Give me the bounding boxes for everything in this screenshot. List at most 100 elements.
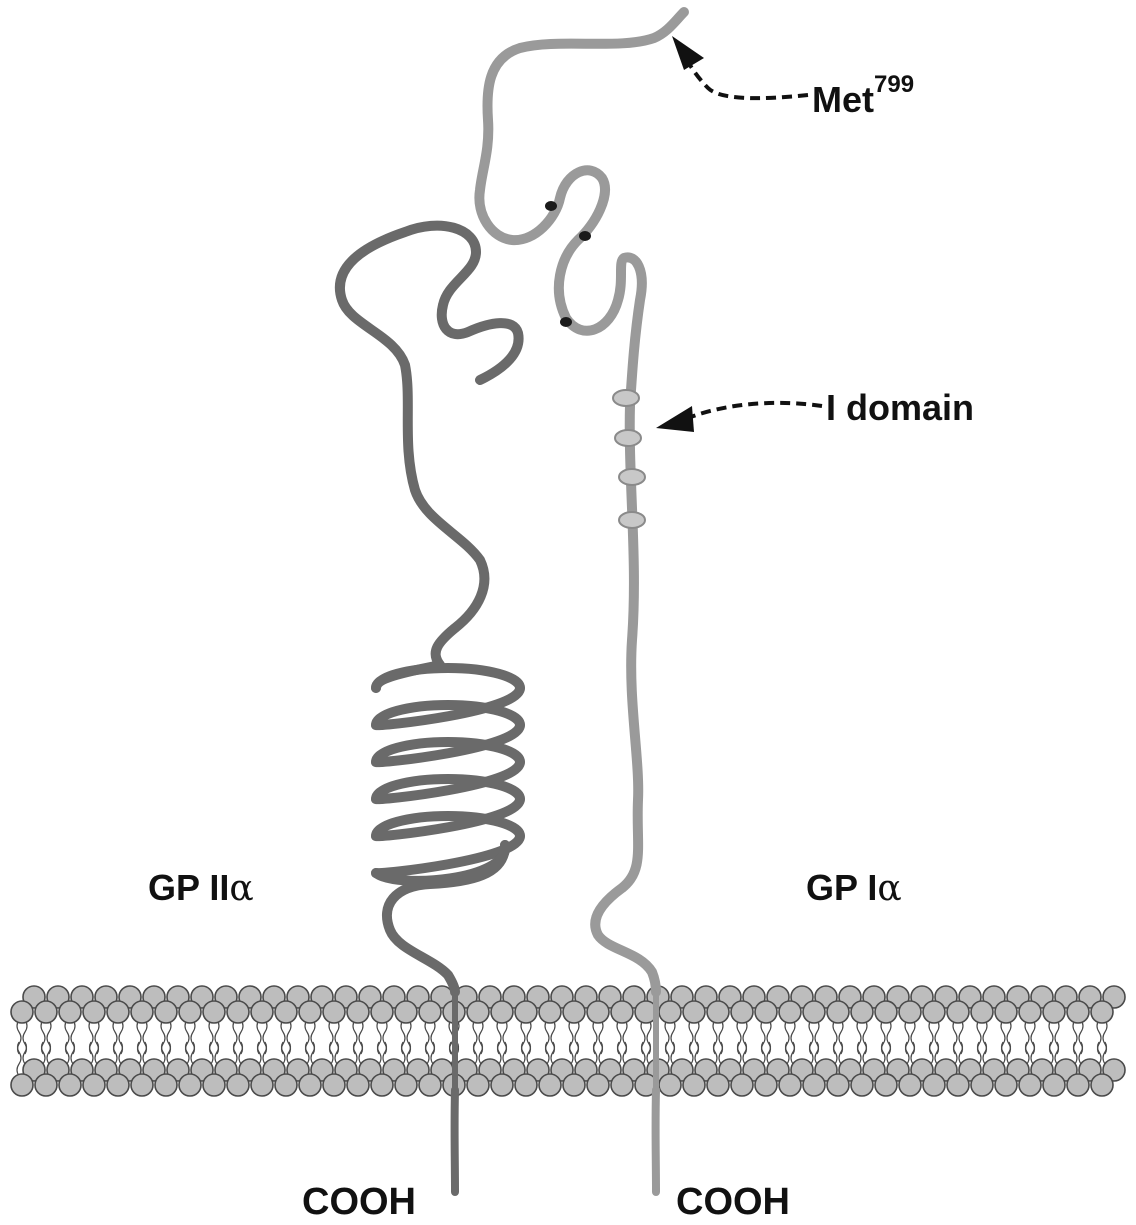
- lipid-head: [83, 1001, 105, 1023]
- lipid-head: [971, 1074, 993, 1096]
- lipid-head: [59, 1001, 81, 1023]
- lipid-head: [947, 1074, 969, 1096]
- lipid-head: [467, 1001, 489, 1023]
- lipid-head: [707, 1074, 729, 1096]
- lipid-head: [251, 1074, 273, 1096]
- lipid-head: [371, 1001, 393, 1023]
- lipid-head: [923, 1074, 945, 1096]
- lipid-head: [779, 1074, 801, 1096]
- lipid-head: [803, 1001, 825, 1023]
- cooh-left-label: COOH: [302, 1181, 416, 1223]
- lipid-head: [827, 1074, 849, 1096]
- i-domain-bead: [619, 512, 645, 528]
- lipid-head: [491, 1074, 513, 1096]
- lipid-head: [659, 1074, 681, 1096]
- met799-arrowhead: [672, 36, 704, 70]
- lipid-head: [683, 1001, 705, 1023]
- cooh-right-label: COOH: [676, 1181, 790, 1223]
- lipid-head: [611, 1001, 633, 1023]
- lipid-head: [35, 1001, 57, 1023]
- lipid-head: [587, 1001, 609, 1023]
- lipid-head: [467, 1074, 489, 1096]
- i-domain-arrowhead: [656, 406, 694, 432]
- i-domain-bead: [613, 390, 639, 406]
- lipid-head: [11, 1001, 33, 1023]
- lipid-head: [419, 1074, 441, 1096]
- lipid-head: [851, 1074, 873, 1096]
- gp-iia-extracellular-loop: [340, 226, 519, 665]
- lipid-head: [755, 1001, 777, 1023]
- gp-ia-n-terminal-loop: [479, 12, 684, 405]
- lipid-head: [1019, 1074, 1041, 1096]
- lipid-head: [731, 1001, 753, 1023]
- lipid-head: [1043, 1074, 1065, 1096]
- lipid-head: [179, 1001, 201, 1023]
- lipid-head: [371, 1074, 393, 1096]
- lipid-head: [995, 1074, 1017, 1096]
- lipid-head: [227, 1074, 249, 1096]
- lipid-head: [83, 1074, 105, 1096]
- met799-superscript: 799: [874, 71, 914, 98]
- i-domain-bead: [615, 430, 641, 446]
- lipid-head: [899, 1001, 921, 1023]
- lipid-head: [107, 1074, 129, 1096]
- lipid-head: [35, 1074, 57, 1096]
- lipid-head: [491, 1001, 513, 1023]
- lipid-head: [1043, 1001, 1065, 1023]
- gp-ia-marker: [545, 201, 557, 211]
- i-domain-label: I domain: [826, 387, 974, 428]
- lipid-head: [1067, 1001, 1089, 1023]
- lipid-head: [923, 1001, 945, 1023]
- gp-ia-marker: [560, 317, 572, 327]
- lipid-bilayer: [11, 986, 1125, 1096]
- lipid-head: [1091, 1001, 1113, 1023]
- lipid-head: [299, 1001, 321, 1023]
- lipid-head: [683, 1074, 705, 1096]
- lipid-head: [1067, 1074, 1089, 1096]
- lipid-head: [539, 1001, 561, 1023]
- lipid-head: [995, 1001, 1017, 1023]
- lipid-head: [659, 1001, 681, 1023]
- lipid-head: [419, 1001, 441, 1023]
- lipid-head: [707, 1001, 729, 1023]
- lipid-head: [755, 1074, 777, 1096]
- i-domain-bead: [619, 469, 645, 485]
- lipid-head: [731, 1074, 753, 1096]
- met799-arrow: [672, 36, 808, 98]
- lipid-head: [203, 1074, 225, 1096]
- lipid-head: [59, 1074, 81, 1096]
- lipid-head: [779, 1001, 801, 1023]
- gp-ia-label: GP Iα: [806, 867, 902, 909]
- lipid-head: [131, 1074, 153, 1096]
- lipid-head: [803, 1074, 825, 1096]
- lipid-head: [1091, 1074, 1113, 1096]
- lipid-head: [587, 1074, 609, 1096]
- lipid-head: [515, 1001, 537, 1023]
- lipid-head: [971, 1001, 993, 1023]
- lipid-head: [107, 1001, 129, 1023]
- lipid-head: [395, 1001, 417, 1023]
- lipid-head: [227, 1001, 249, 1023]
- lipid-head: [875, 1074, 897, 1096]
- lipid-head: [1019, 1001, 1041, 1023]
- lipid-head: [515, 1074, 537, 1096]
- lipid-head: [563, 1074, 585, 1096]
- lipid-head: [947, 1001, 969, 1023]
- gp-iia-chain: [340, 226, 520, 1192]
- gp-iia-label: GP IIα: [148, 867, 254, 909]
- lipid-head: [203, 1001, 225, 1023]
- lipid-tails-upper-leaflet: [17, 1020, 1107, 1054]
- lipid-head: [899, 1074, 921, 1096]
- gp-iia-coil-front: [376, 665, 520, 881]
- lipid-head: [347, 1001, 369, 1023]
- lipid-head: [851, 1001, 873, 1023]
- lipid-head: [275, 1001, 297, 1023]
- lipid-head: [179, 1074, 201, 1096]
- lipid-head: [395, 1074, 417, 1096]
- lipid-head: [11, 1074, 33, 1096]
- coil-entry: [376, 665, 440, 688]
- lipid-head: [611, 1074, 633, 1096]
- gp-ia-marker: [579, 231, 591, 241]
- lipid-head: [323, 1001, 345, 1023]
